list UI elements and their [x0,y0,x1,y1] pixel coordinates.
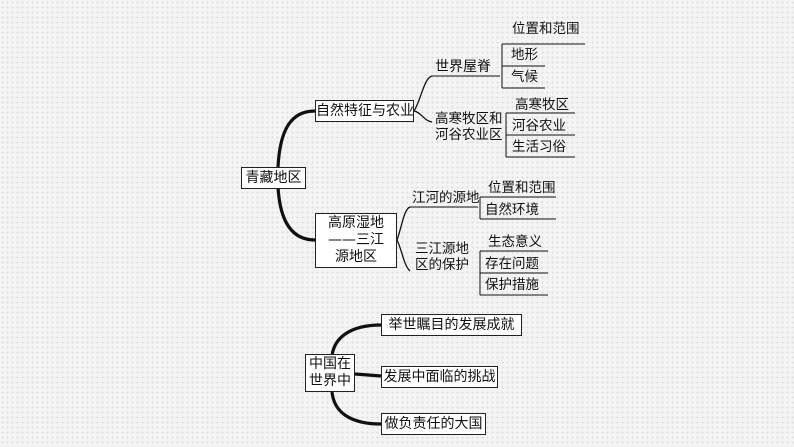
leaf-climate: 气候 [511,69,538,85]
branch-node-plateau-wetland: 高原湿地 ——三江 源地区 [315,213,397,268]
map2-root-line2: 世界中 [309,373,351,389]
map2-item-achievements: 举世瞩目的发展成就 [381,314,522,336]
connector-branch2-sub2 [396,239,411,272]
root-node-qingzang: 青藏地区 [241,167,306,189]
root-node-china-in-world: 中国在 世界中 [305,354,355,392]
leaf-customs: 生活习俗 [512,139,566,155]
leaf-highland-pastoral: 高寒牧区 [515,97,569,113]
sub-node-pastoral-agri-line1: 高寒牧区和 [435,111,503,127]
sub-node-pastoral-agri-line2: 河谷农业区 [435,127,503,143]
leaf-protection-measures: 保护措施 [485,277,539,293]
branch2-title-line2: ——三江 [328,232,384,248]
connector-branch1-sub1 [413,75,433,112]
leaf-ecological-significance: 生态意义 [488,234,542,250]
branch-node-natural-features: 自然特征与农业 [315,100,414,122]
sub-node-protection-line2: 区的保护 [415,257,469,273]
connector-map2-item2 [354,372,382,378]
branch2-title-line3: 源地区 [335,249,377,265]
connector-root-branch2 [276,186,316,242]
leaf-valley-agriculture: 河谷农业 [512,118,566,134]
connector-branch2-sub1 [396,206,411,241]
leaf-existing-problems: 存在问题 [485,256,539,272]
connector-root-branch1 [276,109,316,168]
map2-root-line1: 中国在 [309,356,351,372]
leaf-terrain: 地形 [511,47,538,63]
connector-map2-item1 [330,323,382,357]
leaf-location-range-1: 位置和范围 [512,21,580,37]
connector-branch1-sub2 [413,110,433,123]
connector-map2-item3 [330,391,382,426]
branch2-title-line1: 高原湿地 [328,215,384,231]
sub-node-world-roof: 世界屋脊 [435,59,491,75]
leaf-natural-environment: 自然环境 [485,202,539,218]
map2-item-challenges: 发展中面临的挑战 [381,366,498,388]
sub-node-protection-line1: 三江源地 [415,241,469,257]
sub-node-river-source: 江河的源地 [412,190,480,206]
leaf-location-range-2: 位置和范围 [488,180,556,196]
map2-item-responsible-power: 做负责任的大国 [381,413,486,435]
